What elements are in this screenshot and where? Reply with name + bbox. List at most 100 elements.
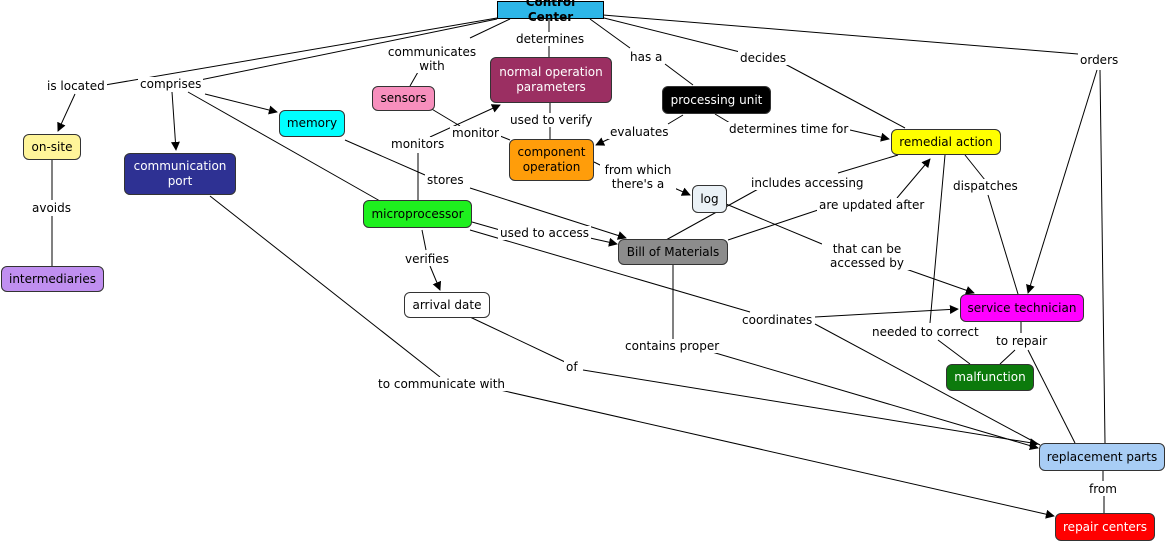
node-on-site[interactable]: on-site [23,134,81,160]
node-service-technician[interactable]: service technician [960,294,1084,322]
node-component-operation-label: component operation [517,145,586,174]
link-of: of [564,360,580,374]
link-decides: decides [738,51,789,65]
link-used-to-verify: used to verify [508,113,595,127]
node-malfunction[interactable]: malfunction [946,364,1034,391]
node-microprocessor[interactable]: microprocessor [363,200,472,228]
line-cc-is-located [104,17,498,86]
line-remedial-neededcorrect [929,154,946,324]
node-on-site-label: on-site [31,139,73,154]
node-normal-operation-parameters[interactable]: normal operation parameters [490,57,612,103]
node-intermediaries-label: intermediaries [8,271,97,286]
line-log-accessed [725,203,823,245]
arrow-contains-parts [711,351,1039,451]
node-log[interactable]: log [692,185,727,213]
line-remedial-dispatches [964,154,986,181]
node-bill-of-materials-label: Bill of Materials [626,244,720,259]
node-processing-unit[interactable]: processing unit [662,86,771,114]
link-dispatches: dispatches [951,179,1020,193]
arrow-coordinates-technician [814,304,959,318]
node-repair-centers[interactable]: repair centers [1055,513,1155,541]
link-evaluates: evaluates [608,125,671,139]
line-dispatches-technician [987,194,1019,295]
node-memory[interactable]: memory [279,110,345,137]
arrow-usedaccess-bom [589,237,618,247]
arrow-is-located-onsite [57,93,76,132]
link-from: from [1087,482,1119,496]
arrow-monitors-params [429,104,501,138]
link-monitor: monitor [450,126,501,140]
line-communicates-sensors [409,71,419,87]
arrow-updated-remedial [896,158,931,199]
link-verifies: verifies [403,252,451,266]
node-arrival-date-label: arrival date [412,297,482,312]
line-bom-updated [727,209,819,241]
line-processing-time [714,113,731,124]
node-sensors[interactable]: sensors [372,86,435,111]
node-intermediaries[interactable]: intermediaries [1,266,104,292]
link-determines-time-for: determines time for [727,122,851,136]
link-has-a: has a [628,50,665,64]
line-micro-verifies [421,229,427,251]
link-determines: determines [514,32,587,46]
node-sensors-label: sensors [380,91,427,105]
node-log-label: log [700,191,719,206]
node-normal-operation-parameters-label: normal operation parameters [499,65,603,94]
node-control-center-label: Control Center [525,0,576,24]
node-malfunction-label: malfunction [954,370,1026,384]
line-bom-includes [665,187,761,241]
line-cc-has [589,18,631,49]
line-torepair-malfunction [999,349,1016,365]
line-port-communicate [209,195,441,378]
node-memory-label: memory [286,116,338,130]
node-component-operation[interactable]: component operation [509,139,594,181]
line-orders-parts [1099,69,1106,444]
line-has-processing [664,63,694,86]
node-microprocessor-label: microprocessor [371,206,464,221]
link-that-can-be-accessed-by: that can be accessed by [822,242,912,270]
arrow-time-remedial [849,129,890,142]
line-micro-usedaccess [471,221,501,231]
node-communication-port[interactable]: communication port [124,153,236,195]
line-processing-evaluates [667,114,684,125]
link-communicates-with: communicates with [384,45,480,73]
node-arrival-date[interactable]: arrival date [404,292,490,318]
link-to-communicate-with: to communicate with [376,377,508,391]
link-monitors: monitors [389,137,447,151]
line-cc-comprises [199,18,498,81]
node-replacement-parts[interactable]: replacement parts [1039,443,1165,471]
arrow-verifies-arrival [429,265,442,291]
line-torepair-parts [1027,349,1076,444]
line-comprises-microprocessor [187,91,381,202]
node-remedial-action[interactable]: remedial action [891,129,1001,155]
node-bill-of-materials[interactable]: Bill of Materials [618,239,728,265]
arrow-stores-bom [469,187,627,240]
line-micro-coordinates [469,229,751,313]
node-service-technician-label: service technician [967,300,1077,315]
link-avoids: avoids [30,201,73,215]
link-stores: stores [425,173,466,187]
link-used-to-access: used to access [498,226,591,240]
link-contains-proper: contains proper [623,339,722,353]
line-neededcorrect-malfunction [937,339,971,365]
node-control-center[interactable]: Control Center [497,0,604,24]
line-cc-orders [602,14,1091,56]
arrow-orders-technician [1026,69,1098,294]
node-repair-centers-label: repair centers [1063,519,1147,534]
link-is-located: is located [45,79,107,93]
node-remedial-action-label: remedial action [899,134,993,149]
line-sensors-monitor [429,107,461,127]
arrow-accessed-technician [902,267,975,295]
link-coordinates: coordinates [740,313,815,327]
arrow-communicate-repair [499,389,1055,519]
link-to-repair: to repair [994,334,1050,348]
node-processing-unit-label: processing unit [670,92,763,107]
arrow-of-parts [582,369,1039,448]
line-memory-stores [344,139,426,176]
line-includes-remedial [837,154,899,174]
line-decides-remedial [784,63,906,129]
line-cc-decides [599,16,741,53]
link-orders: orders [1078,53,1121,67]
line-cc-communicates [469,18,511,39]
